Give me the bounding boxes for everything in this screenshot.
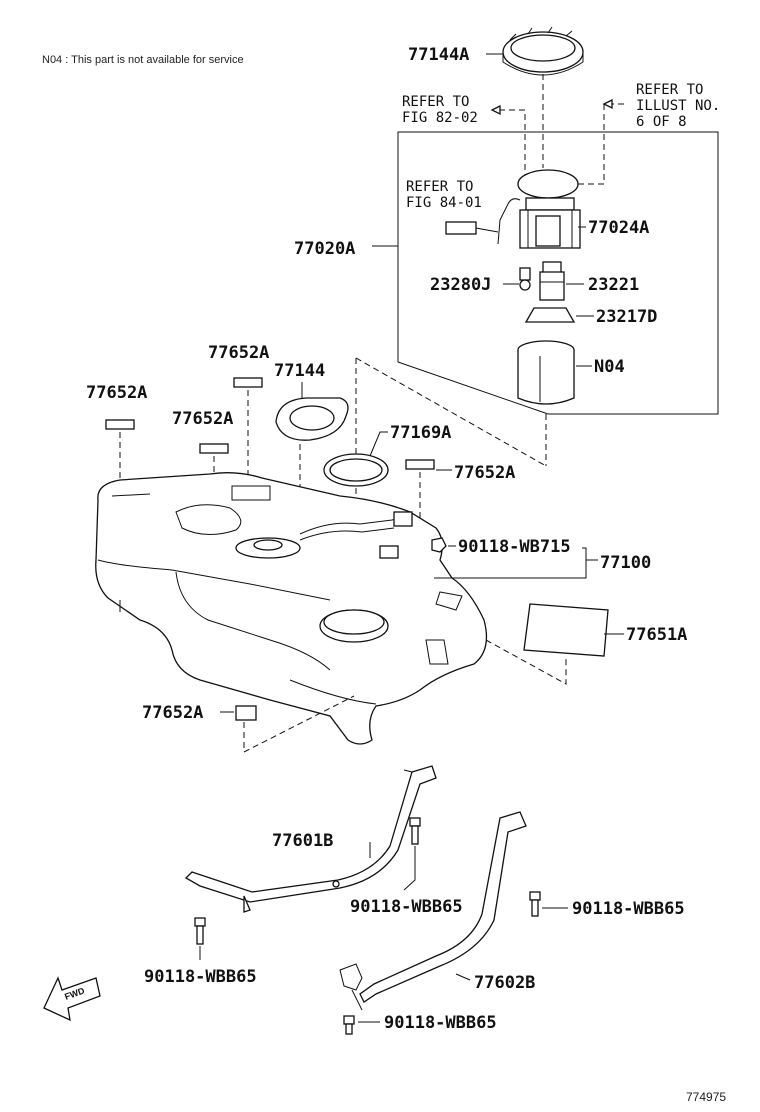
label-77652A-3: 77652A: [172, 409, 233, 429]
pad-77652A-2: [105, 419, 135, 430]
fwd-arrow-icon: FWD: [43, 976, 101, 1022]
label-90118-WBB65-1: 90118-WBB65: [350, 897, 463, 917]
label-90118-WBB65-3: 90118-WBB65: [572, 899, 685, 919]
bolt-90118-WBB65-2: [194, 917, 206, 945]
label-23217D: 23217D: [596, 307, 657, 327]
leader-77602B: [455, 973, 471, 981]
label-77601B: 77601B: [272, 831, 333, 851]
ref-84-01-line1: REFER TO: [406, 179, 473, 195]
clip-23280J: [519, 267, 531, 291]
pump-assembly-box: [397, 131, 719, 415]
label-77602B: 77602B: [474, 973, 535, 993]
label-90118-WBB65-4: 90118-WBB65: [384, 1013, 497, 1033]
label-23221: 23221: [588, 275, 639, 295]
label-77169A: 77169A: [390, 423, 451, 443]
ref-illust-line3: 6 OF 8: [636, 114, 687, 130]
band-77601B: [184, 765, 437, 913]
arrow-82-02-icon: [490, 104, 501, 116]
pump-dash-diag: [355, 357, 547, 467]
ref-illust-line1: REFER TO: [636, 82, 703, 98]
ref-illust-line2: ILLUST NO.: [636, 98, 720, 114]
label-77652A-2: 77652A: [86, 383, 147, 403]
leader-90118-WBB65-1: [403, 846, 416, 891]
protector-77651A: [523, 603, 609, 657]
bolt-90118-WBB65-4: [343, 1015, 355, 1035]
label-77020A: 77020A: [294, 239, 355, 259]
dash-pad-5: [243, 695, 355, 753]
pad-77652A-4: [405, 459, 435, 470]
ref-illust-leader: [578, 103, 628, 185]
ref-82-02-line1: REFER TO: [402, 94, 469, 110]
ref-82-02-leader: [500, 109, 526, 180]
label-77144: 77144: [274, 361, 325, 381]
pad-77652A-3: [199, 443, 229, 454]
ref-82-02-line2: FIG 82-02: [402, 110, 478, 126]
label-N04: N04: [594, 357, 625, 377]
figure-id: 774975: [686, 1090, 726, 1104]
dash-77651A: [485, 639, 567, 685]
filter-23217D: [524, 307, 576, 323]
bolt-90118-WBB65-3: [529, 891, 541, 917]
label-90118-WB715: 90118-WB715: [458, 537, 571, 557]
label-77144A: 77144A: [408, 45, 469, 65]
label-77100: 77100: [600, 553, 651, 573]
sub-tank-N04: [517, 340, 575, 405]
bracket-77100: [434, 547, 587, 579]
band-77602B: [339, 811, 527, 1011]
fuel-pump-23221: [539, 261, 565, 301]
ref-84-01-line2: FIG 84-01: [406, 195, 482, 211]
label-23280J: 23280J: [430, 275, 491, 295]
fuel-pump-assembly-77024A: [445, 169, 581, 249]
label-77652A-5: 77652A: [142, 703, 203, 723]
arrow-illust-icon: [602, 98, 613, 110]
pad-77652A-5: [235, 705, 257, 721]
bolt-90118-WB715: [431, 537, 447, 553]
label-77024A: 77024A: [588, 218, 649, 238]
leader-77169A: [369, 431, 388, 457]
bolt-90118-WBB65-1: [409, 817, 421, 845]
label-90118-WBB65-2: 90118-WBB65: [144, 967, 257, 987]
label-77652A-4: 77652A: [454, 463, 515, 483]
retainer-ring-77144A: [502, 26, 584, 76]
pad-77652A-1: [233, 377, 263, 388]
fuel-tank-77100: [95, 472, 488, 745]
label-77652A-1: 77652A: [208, 343, 269, 363]
service-note: N04 : This part is not available for ser…: [42, 54, 244, 66]
label-77651A: 77651A: [626, 625, 687, 645]
ring-77169A: [323, 453, 389, 487]
